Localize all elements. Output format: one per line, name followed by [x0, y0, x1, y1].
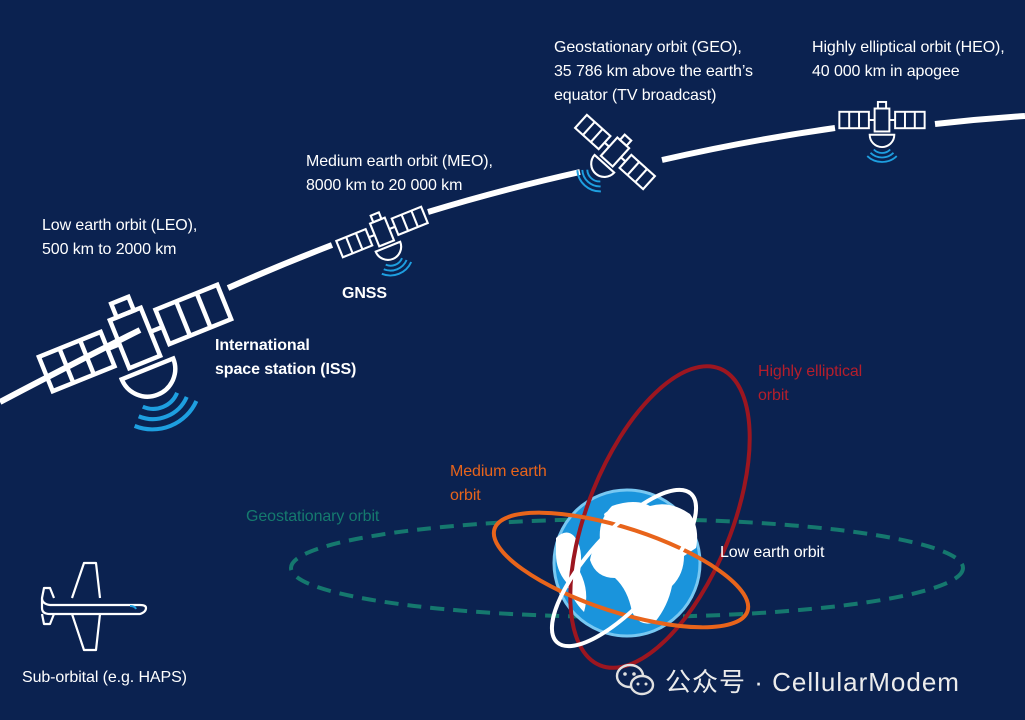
heo-label: Highly elliptical orbit (HEO), 40 000 km… — [812, 39, 1005, 80]
airplane-icon — [40, 561, 148, 652]
orbit-path-segment — [934, 113, 1025, 127]
satellite-icon — [838, 100, 926, 163]
leo-orbit-ellipse — [549, 487, 699, 649]
orbit-path-segment — [661, 125, 836, 163]
meo-label: Medium earth orbit (MEO), 8000 km to 20 … — [306, 153, 493, 194]
geo-orbit-legend: Geostationary orbit — [246, 508, 380, 525]
meo-orbit-legend: Medium earth orbit — [450, 463, 547, 504]
watermark-text: 公众号 · CellularModem — [665, 666, 960, 697]
heo-orbit-legend: Highly elliptical orbit — [758, 363, 863, 404]
orbit-path-segment — [427, 169, 581, 215]
wechat-icon — [615, 663, 655, 696]
leo-orbit-legend: Low earth orbit — [720, 544, 825, 561]
watermark: 公众号 · CellularModem — [615, 660, 960, 700]
orbit-path-segment — [0, 327, 142, 405]
orbit-path-segment — [226, 242, 334, 291]
heo-orbit-ellipse — [568, 364, 752, 670]
satellite-icon — [331, 195, 443, 293]
gnss-label: GNSS — [342, 285, 387, 302]
geo-label: Geostationary orbit (GEO), 35 786 km abo… — [554, 39, 753, 104]
leo-label: Low earth orbit (LEO), 500 km to 2000 km — [42, 217, 198, 258]
earth-globe-icon — [552, 488, 702, 638]
iss-label: International space station (ISS) — [215, 337, 357, 378]
sub-orbital-label: Sub-orbital (e.g. HAPS) — [22, 669, 187, 686]
meo-orbit-ellipse — [491, 510, 751, 630]
satellite-icon — [549, 105, 664, 218]
